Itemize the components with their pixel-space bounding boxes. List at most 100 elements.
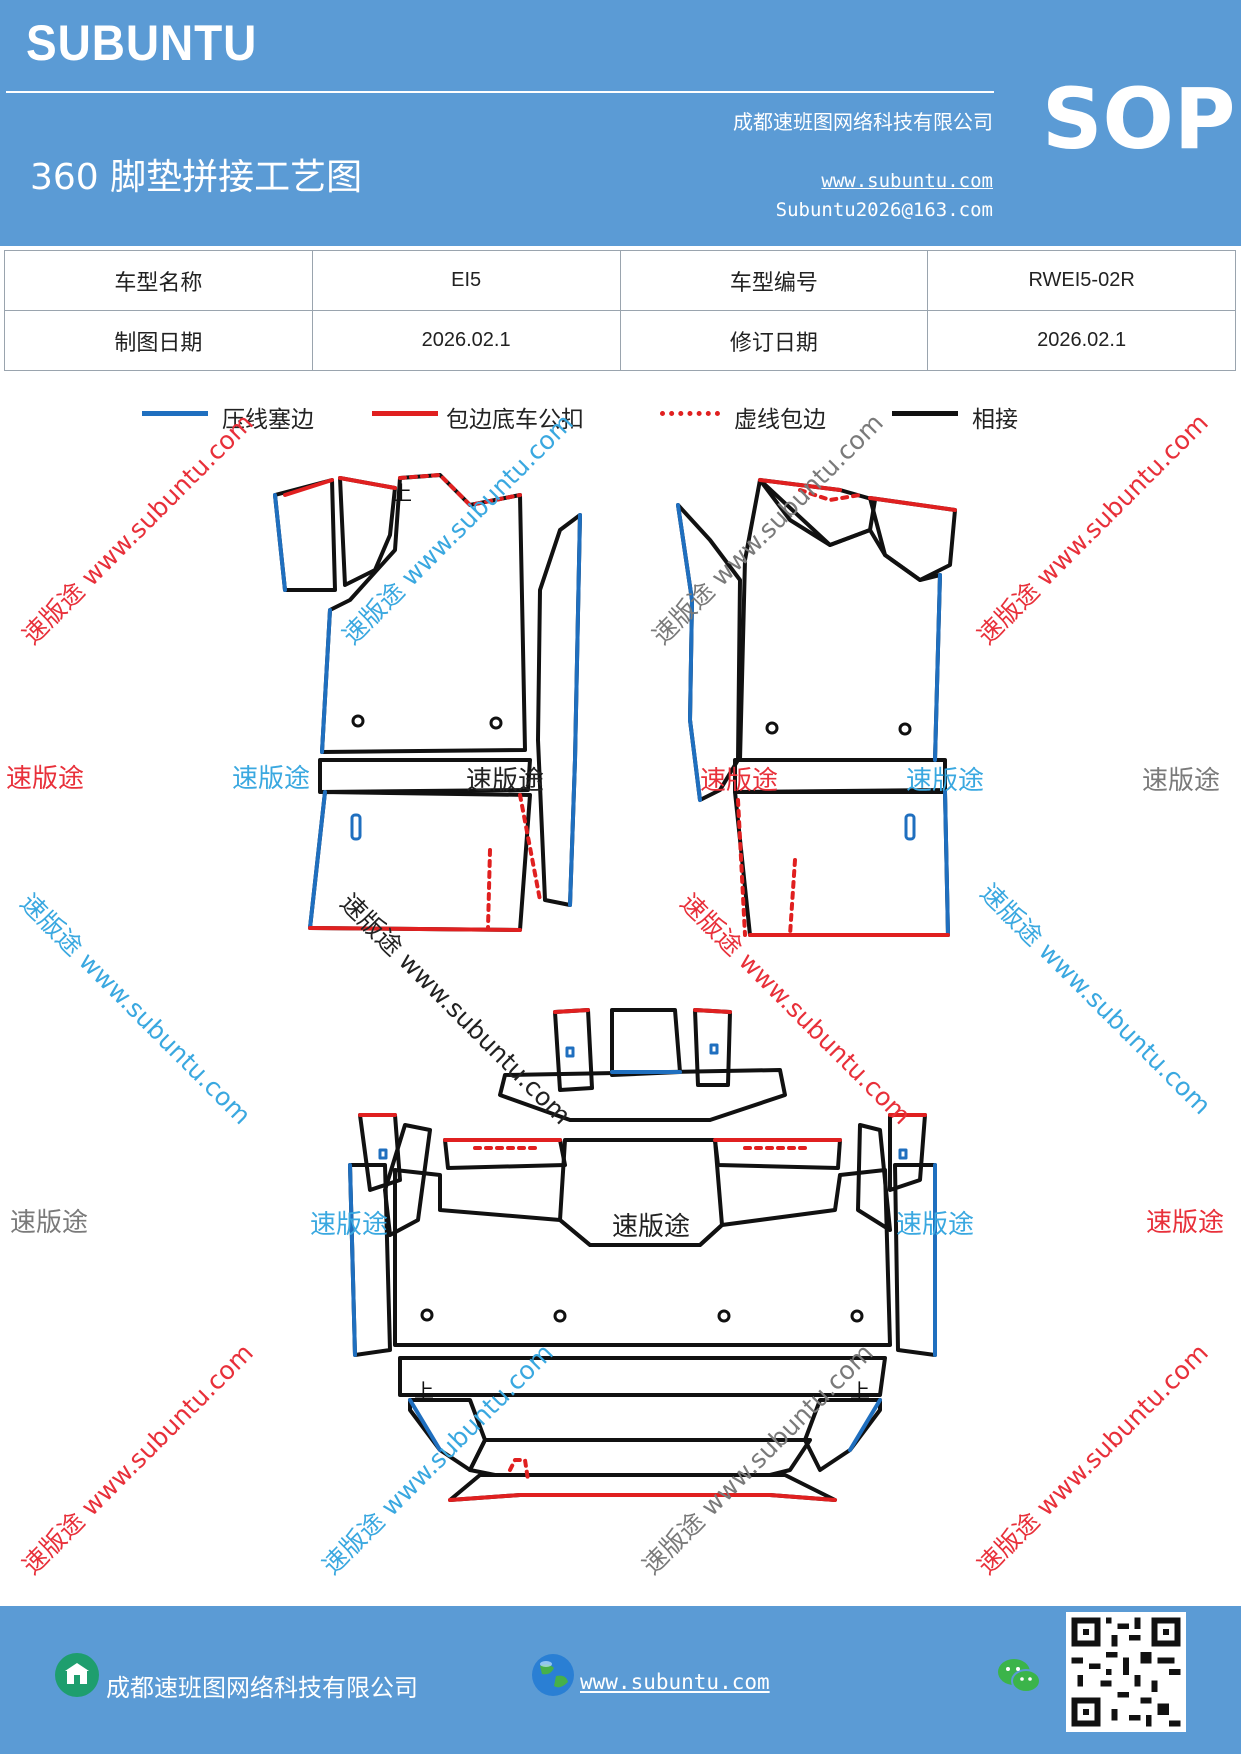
edge-red xyxy=(308,926,522,932)
edge-blue xyxy=(943,790,950,937)
footer-website-link[interactable]: www.subuntu.com xyxy=(580,1670,770,1694)
qr-code[interactable] xyxy=(1066,1612,1186,1732)
press-line-edges xyxy=(273,493,950,1452)
edge-blue xyxy=(848,1398,882,1452)
mat-rear-tab-center xyxy=(610,1008,682,1077)
dashed-bound-edges xyxy=(398,473,862,1482)
mat-front-left-bar xyxy=(318,758,532,794)
floor-mat-diagram: 上 上 上 xyxy=(273,473,957,1502)
edge-blue xyxy=(408,1398,442,1452)
header-banner: SUBUNTU 成都速班图网络科技有限公司 360 脚垫拼接工艺图 www.su… xyxy=(0,0,1241,246)
watermark-text: 速版途 xyxy=(310,1210,389,1240)
model-name-value: EI5 xyxy=(311,250,621,311)
edge-red-dashed xyxy=(736,798,747,937)
mat-trunk-right xyxy=(803,1398,882,1472)
edge-red-dashed xyxy=(486,848,492,930)
watermark-text: 速版途 xyxy=(896,1210,975,1240)
edge-red xyxy=(283,478,334,497)
sop-label: SOP xyxy=(1042,70,1236,168)
edge-red-dashed xyxy=(788,858,797,937)
snap-hole xyxy=(489,716,503,730)
model-code-label: 车型编号 xyxy=(619,250,929,311)
edge-red xyxy=(693,1008,732,1014)
slot-mark xyxy=(898,1148,908,1160)
watermark-text: 速版途 xyxy=(906,766,985,796)
edge-red xyxy=(868,496,957,512)
slot-mark xyxy=(904,813,916,841)
watermark-text: 速版途 xyxy=(10,1208,89,1238)
company-name: 成都速班图网络科技有限公司 xyxy=(733,110,993,134)
part-mark: 上 xyxy=(850,1379,870,1403)
slot-mark xyxy=(350,813,362,841)
slot-marks xyxy=(350,813,916,1160)
legend-swatch-red-dashed xyxy=(660,411,720,416)
legend-label: 相接 xyxy=(972,407,1018,433)
legend-swatch-blue xyxy=(142,411,208,416)
mat-trunk-bar xyxy=(398,1356,887,1397)
brand-logo: SUBUNTU xyxy=(26,15,258,71)
revision-date-label: 修订日期 xyxy=(619,310,929,371)
edge-red-dashed xyxy=(798,488,862,502)
edge-red xyxy=(758,478,842,492)
watermark-text: 速版途 xyxy=(6,764,85,794)
legend-label: 包边底车公扣 xyxy=(446,407,584,433)
table-row: 制图日期 2026.02.1 修订日期 2026.02.1 xyxy=(4,310,1236,371)
email-address: Subuntu2026@163.com xyxy=(775,199,993,221)
company-icon xyxy=(55,1653,99,1697)
legend-swatch-red xyxy=(372,411,438,416)
footer-banner: 成都速班图网络科技有限公司 www.subuntu.com xyxy=(0,1606,1241,1754)
edge-blue xyxy=(348,1163,357,1357)
edge-blue xyxy=(676,503,702,802)
edge-red xyxy=(553,1008,590,1014)
edge-red xyxy=(448,1493,837,1502)
edge-blue xyxy=(308,790,327,930)
mat-rear-main xyxy=(393,1168,892,1347)
edge-blue xyxy=(273,493,287,592)
document-title: 360 脚垫拼接工艺图 xyxy=(30,157,363,198)
legend-swatch-black xyxy=(892,411,958,416)
watermark-text: 速版途 xyxy=(232,764,311,794)
mat-front-left-strip xyxy=(338,476,397,587)
watermark-text: 速版途 xyxy=(466,766,545,796)
legend-label: 压线塞边 xyxy=(222,407,314,433)
watermark-text: 速版途 xyxy=(1146,1208,1225,1238)
model-code-value: RWEI5-02R xyxy=(927,250,1236,311)
snap-hole xyxy=(765,721,779,735)
snap-hole xyxy=(850,1309,864,1323)
footer-company-name: 成都速班图网络科技有限公司 xyxy=(106,1674,418,1702)
snap-hole xyxy=(717,1309,731,1323)
snap-holes xyxy=(351,714,912,1323)
mat-front-right-corner xyxy=(868,496,957,582)
slot-mark xyxy=(565,1046,575,1058)
wechat-icon xyxy=(998,1659,1041,1693)
mat-rear-left-bar xyxy=(443,1138,567,1170)
mat-rear-right-bar xyxy=(713,1138,842,1170)
mat-rear-left-strip xyxy=(383,1123,432,1237)
vehicle-info-table: 车型名称 EI5 车型编号 RWEI5-02R 制图日期 2026.02.1 修… xyxy=(4,250,1236,371)
mat-rear-hump xyxy=(498,1068,787,1122)
edge-red xyxy=(338,476,397,490)
edge-red-dashed xyxy=(398,473,522,507)
mat-rear-right-strip xyxy=(856,1123,892,1232)
edge-red-dashed xyxy=(508,1458,530,1482)
header-divider xyxy=(6,91,994,93)
edge-red-dashed xyxy=(518,793,542,902)
watermark-text: 速版途 xyxy=(612,1212,691,1242)
part-mark: 上 xyxy=(414,1379,434,1403)
mat-front-right-main xyxy=(738,478,942,762)
watermark-text: 速版途 xyxy=(1142,766,1221,796)
table-row: 车型名称 EI5 车型编号 RWEI5-02R xyxy=(4,250,1236,311)
legend-label: 虚线包边 xyxy=(734,407,826,433)
draw-date-label: 制图日期 xyxy=(4,310,313,371)
revision-date-value: 2026.02.1 xyxy=(927,310,1236,371)
part-marks: 上 上 上 xyxy=(392,481,870,1403)
slot-mark xyxy=(709,1043,719,1055)
edge-blue xyxy=(320,608,332,754)
snap-hole xyxy=(898,722,912,736)
edge-blue xyxy=(933,573,942,762)
slot-mark xyxy=(378,1148,388,1160)
globe-icon xyxy=(532,1654,574,1696)
mat-rear-right-side xyxy=(893,1163,937,1357)
website-link[interactable]: www.subuntu.com xyxy=(821,170,993,192)
part-mark: 上 xyxy=(392,481,412,505)
